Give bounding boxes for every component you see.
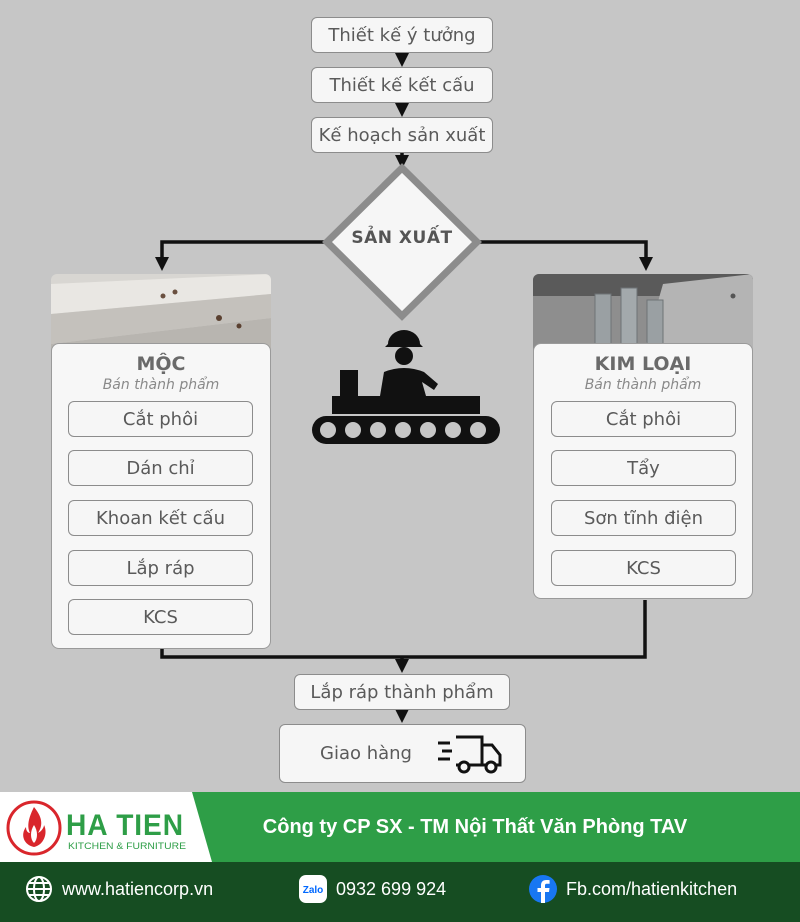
wood-step-edging: Dán chỉ <box>68 450 253 486</box>
website-text: www.hatiencorp.vn <box>62 878 214 899</box>
step-production-plan: Kế hoạch sản xuất <box>311 117 493 153</box>
wood-panel-title: MỘC <box>136 353 186 375</box>
company-name: Công ty CP SX - TM Nội Thất Văn Phòng TA… <box>262 815 688 838</box>
metal-panel-subtitle: Bán thành phẩm <box>584 377 702 393</box>
step-concept-design: Thiết kế ý tưởng <box>311 17 493 53</box>
metal-panel-title: KIM LOẠI <box>594 353 692 375</box>
wood-step-assembly: Lắp ráp <box>68 550 253 586</box>
step-structure-design: Thiết kế kết cấu <box>311 67 493 103</box>
footer-contact-bar <box>0 862 800 922</box>
zalo-icon-label: Zalo <box>303 885 324 896</box>
decision-label: SẢN XUẤT <box>351 228 453 248</box>
phone-text: 0932 699 924 <box>336 878 447 899</box>
delivery-truck-icon <box>438 735 502 774</box>
logo-text: HA TIEN <box>66 809 184 842</box>
globe-icon <box>26 876 52 902</box>
facebook-contact[interactable]: Fb.com/hatienkitchen <box>528 872 737 906</box>
hatien-logo: HA TIEN KITCHEN & FURNITURE <box>6 800 188 856</box>
wood-step-qc: KCS <box>68 599 253 635</box>
website-contact[interactable]: www.hatiencorp.vn <box>24 872 213 906</box>
metal-step-powder-coating: Sơn tĩnh điện <box>551 500 736 536</box>
decision-diamond <box>322 163 482 321</box>
metal-step-pickling: Tẩy <box>551 450 736 486</box>
worker-conveyor-icon <box>312 330 500 444</box>
facebook-icon <box>529 875 557 903</box>
wood-panel-subtitle: Bán thành phẩm <box>102 377 220 393</box>
metal-step-qc: KCS <box>551 550 736 586</box>
wood-step-drilling: Khoan kết cấu <box>68 500 253 536</box>
metal-photo <box>533 274 753 354</box>
zalo-icon: Zalo <box>299 875 327 903</box>
metal-step-cutting: Cắt phôi <box>551 401 736 437</box>
step-final-assembly: Lắp ráp thành phẩm <box>294 674 510 710</box>
wood-panel: MỘC Bán thành phẩm <box>51 343 271 649</box>
zalo-contact[interactable]: Zalo 0932 699 924 <box>298 872 446 906</box>
logo-subtext: KITCHEN & FURNITURE <box>68 841 186 851</box>
facebook-text: Fb.com/hatienkitchen <box>566 878 738 899</box>
delivery-label: Giao hàng <box>320 743 412 764</box>
wood-photo <box>51 274 271 354</box>
step-delivery: Giao hàng <box>279 724 526 783</box>
wood-step-cutting: Cắt phôi <box>68 401 253 437</box>
